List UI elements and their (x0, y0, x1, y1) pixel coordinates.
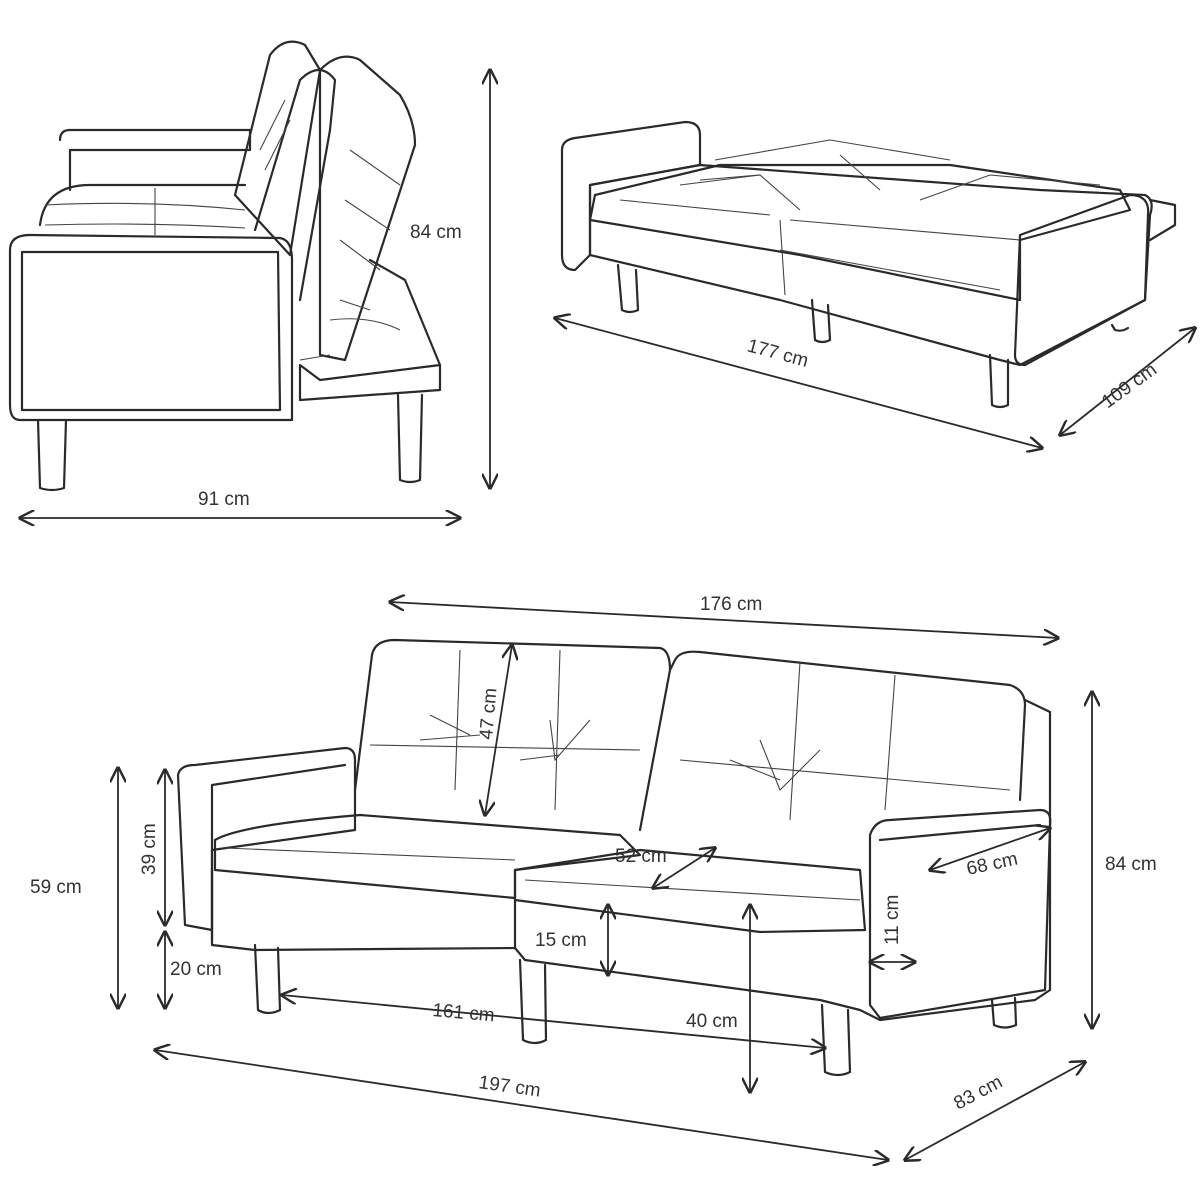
seat-width-arrow (282, 995, 825, 1048)
bed-width-arrow (1060, 328, 1195, 435)
cushion-label: 15 cm (535, 930, 587, 951)
arm-width-label: 11 cm (882, 895, 903, 945)
bed-width-label: 109 cm (1098, 359, 1161, 413)
bed-length-label: 177 cm (745, 335, 811, 371)
arm-height-label: 39 cm (139, 823, 160, 875)
back-width-label: 176 cm (700, 594, 762, 615)
total-height-label: 84 cm (1105, 854, 1157, 875)
arm-depth-arrow (930, 828, 1050, 870)
leg-height-label: 20 cm (170, 959, 222, 980)
total-depth-label: 83 cm (950, 1072, 1006, 1115)
back-height-label: 47 cm (476, 687, 501, 740)
back-width-arrow (390, 602, 1058, 638)
bed-length-arrow (555, 318, 1042, 448)
total-width-label: 197 cm (477, 1072, 542, 1101)
bed-view-sofa (560, 120, 1177, 409)
total-width-arrow (155, 1050, 888, 1160)
side-height-label: 84 cm (410, 222, 462, 243)
arm-depth-label: 68 cm (965, 849, 1020, 880)
total-seat-height-label: 59 cm (30, 877, 82, 898)
side-depth-label: 91 cm (198, 489, 250, 510)
total-depth-arrow (905, 1062, 1085, 1160)
seat-depth-label: 52 cm (615, 846, 667, 867)
back-height-arrow (485, 645, 512, 815)
seat-width-label: 161 cm (432, 1000, 496, 1026)
seat-depth-arrow (653, 848, 715, 888)
side-view-sofa (8, 40, 442, 492)
seat-height-label: 40 cm (686, 1011, 738, 1032)
